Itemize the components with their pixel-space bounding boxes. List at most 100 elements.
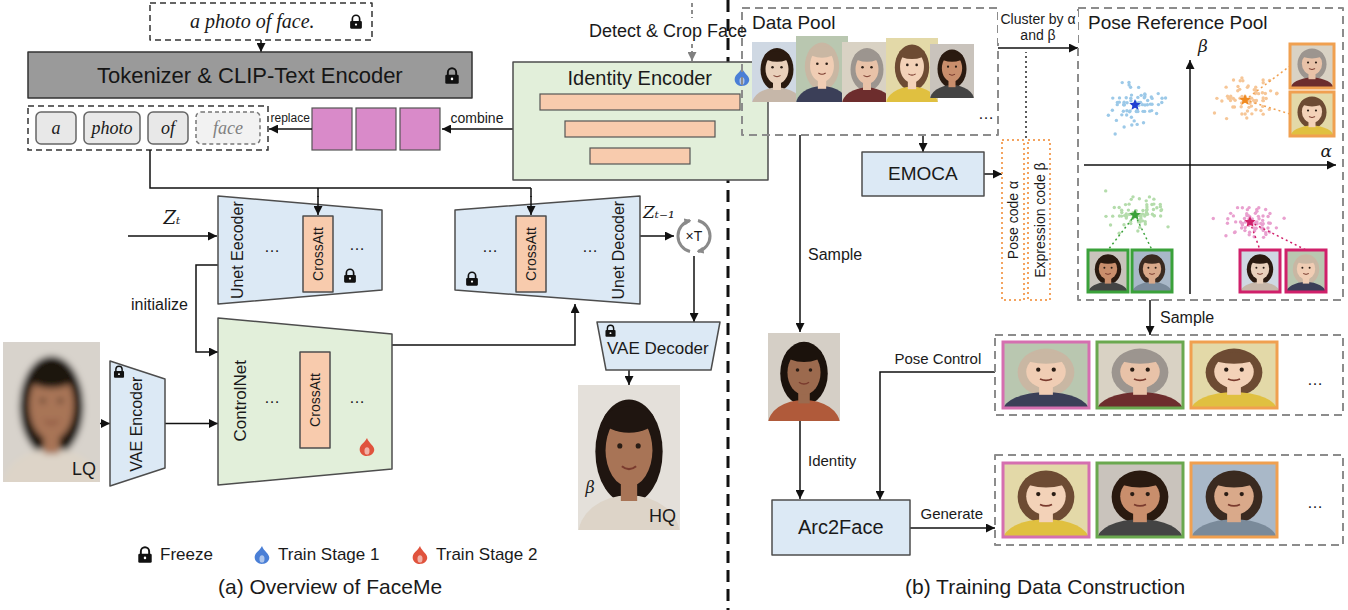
identity-embedding — [400, 108, 440, 150]
data-pool-outline — [851, 48, 884, 91]
arrow-label: combine — [451, 110, 504, 126]
pose-reference-pool-outline — [1109, 223, 1112, 226]
lock-icon — [355, 23, 357, 25]
arc2face-box-outline — [772, 500, 910, 555]
data-pool-outline — [816, 62, 819, 65]
pose-reference-pool-outline — [1224, 85, 1227, 88]
token-box: photo — [84, 112, 140, 144]
unet-decoder-text: … — [482, 238, 498, 256]
pose-reference-pool-outline — [1132, 250, 1172, 292]
generated-row-outline — [1025, 474, 1068, 487]
pose-reference-pool-outline — [1262, 99, 1265, 102]
pose-reference-pool-outline — [1155, 267, 1157, 269]
pose-reference-pool-outline — [1240, 226, 1243, 229]
pose-reference-pool-outline — [1123, 103, 1126, 106]
flow-arrow — [260, 40, 262, 52]
pose-control-row-outline — [1097, 342, 1183, 408]
pose-reference-pool-outline — [1315, 61, 1317, 63]
pose-reference-pool-outline — [1130, 93, 1133, 96]
high-quality-photo-text: HQ — [649, 506, 676, 527]
pose-control-row-outline — [995, 335, 1343, 415]
flow-arrow — [910, 527, 995, 529]
pose-reference-pool-outline — [1253, 88, 1256, 91]
lock-icon — [344, 269, 356, 282]
high-quality-photo-outline — [636, 443, 641, 448]
latent-symbol: Zₜ — [164, 208, 181, 229]
timestep-loop: ×T — [674, 216, 714, 256]
generated-row-outline — [1003, 463, 1089, 537]
flow-arrow — [392, 304, 575, 345]
latent-input-arrow — [128, 235, 217, 237]
pose-reference-pool-outline — [1152, 214, 1155, 217]
high-quality-photo-outline — [622, 466, 636, 469]
pose-reference-pool-outline — [1215, 97, 1218, 100]
pose-reference-pool-outline — [1254, 108, 1257, 111]
pose-reference-pool-outline — [1245, 66, 1290, 100]
pose-reference-pool-outline — [1120, 211, 1123, 214]
pose-reference-pool-outline — [1108, 215, 1135, 250]
generated-row-outline — [1040, 504, 1052, 505]
identity-embedding — [312, 108, 352, 150]
vae-encoder-text: VAE Encoder — [128, 376, 146, 471]
pose-reference-pool-outline — [1301, 51, 1323, 59]
pose-reference-pool-outline — [1139, 215, 1142, 218]
flow-arrow — [998, 47, 1078, 49]
cross-attention-block: CrossAtt — [516, 216, 546, 292]
generated-row-outline — [1097, 463, 1183, 537]
pose-reference-pool-outline — [1136, 110, 1139, 113]
token-box-outline — [84, 112, 140, 144]
pose-reference-pool-outline — [1120, 113, 1123, 116]
pose-reference-pool-outline — [1155, 112, 1158, 115]
generated-row-outline — [1018, 470, 1075, 523]
pose-reference-pool-outline — [1137, 86, 1140, 89]
generated-row-outline — [1224, 492, 1228, 496]
identity-arrow — [799, 421, 801, 499]
pose-reference-pool-outline — [1241, 79, 1244, 82]
panel-caption: (a) Overview of FaceMe — [218, 575, 442, 599]
lock-icon — [466, 272, 478, 285]
low-quality-photo-outline — [19, 356, 83, 457]
pose-reference-pool-outline — [1144, 213, 1147, 216]
token-box-outline — [196, 112, 260, 144]
flow-arrow — [628, 370, 630, 385]
code-dotted-line — [1025, 52, 1027, 138]
pose-reference-pool-outline — [1257, 92, 1260, 95]
pose-reference-pool-outline — [1113, 206, 1116, 209]
flow-arrow — [984, 173, 1002, 175]
panel-caption: (b) Training Data Construction — [905, 575, 1185, 599]
pose-reference-pool-outline — [1144, 222, 1147, 225]
pose-reference-pool-outline — [1127, 202, 1130, 205]
cross-attention-block-outline — [303, 216, 333, 292]
pose-control-row: … — [995, 335, 1343, 415]
pose-reference-pool-outline — [1129, 222, 1132, 225]
pose-reference-pool-outline — [1122, 223, 1125, 226]
pose-reference-pool-outline — [1243, 229, 1246, 232]
pose-reference-pool-outline — [1286, 250, 1326, 292]
data-pool-outline — [780, 66, 783, 69]
pose-reference-pool-outline — [1143, 92, 1146, 95]
pose-reference-pool-outline — [1255, 267, 1257, 269]
pose-reference-pool-outline — [1078, 8, 1343, 300]
unet-decoder-text: … — [582, 238, 598, 256]
pose-reference-pool: Pose Reference Poolαβ — [1078, 8, 1343, 300]
pose-reference-pool-outline — [1255, 99, 1258, 102]
pose-reference-pool-outline — [1088, 250, 1128, 292]
detect-dashed-arrow — [691, 44, 693, 61]
pose-reference-pool-outline — [1245, 100, 1290, 114]
pose-reference-pool-outline — [1246, 86, 1249, 89]
pose-reference-pool-outline — [1213, 111, 1216, 114]
emoca-box-outline — [862, 152, 984, 196]
pose-reference-pool-outline — [1247, 254, 1273, 284]
token-box: a — [36, 112, 76, 144]
arrow-label: Identity — [808, 452, 856, 469]
generated-row-outline — [1119, 474, 1162, 487]
arrow-label: Sample — [808, 246, 862, 264]
pose-reference-pool-outline — [1141, 209, 1144, 212]
pose-reference-pool-outline — [1078, 8, 1343, 300]
token-box-text: a — [52, 118, 61, 139]
pose-reference-pool-outline — [1118, 214, 1121, 217]
pose-reference-pool-outline — [1315, 109, 1317, 111]
sampled-face-photo — [768, 333, 840, 421]
lock-icon — [605, 325, 615, 337]
data-pool-outline — [947, 66, 949, 68]
